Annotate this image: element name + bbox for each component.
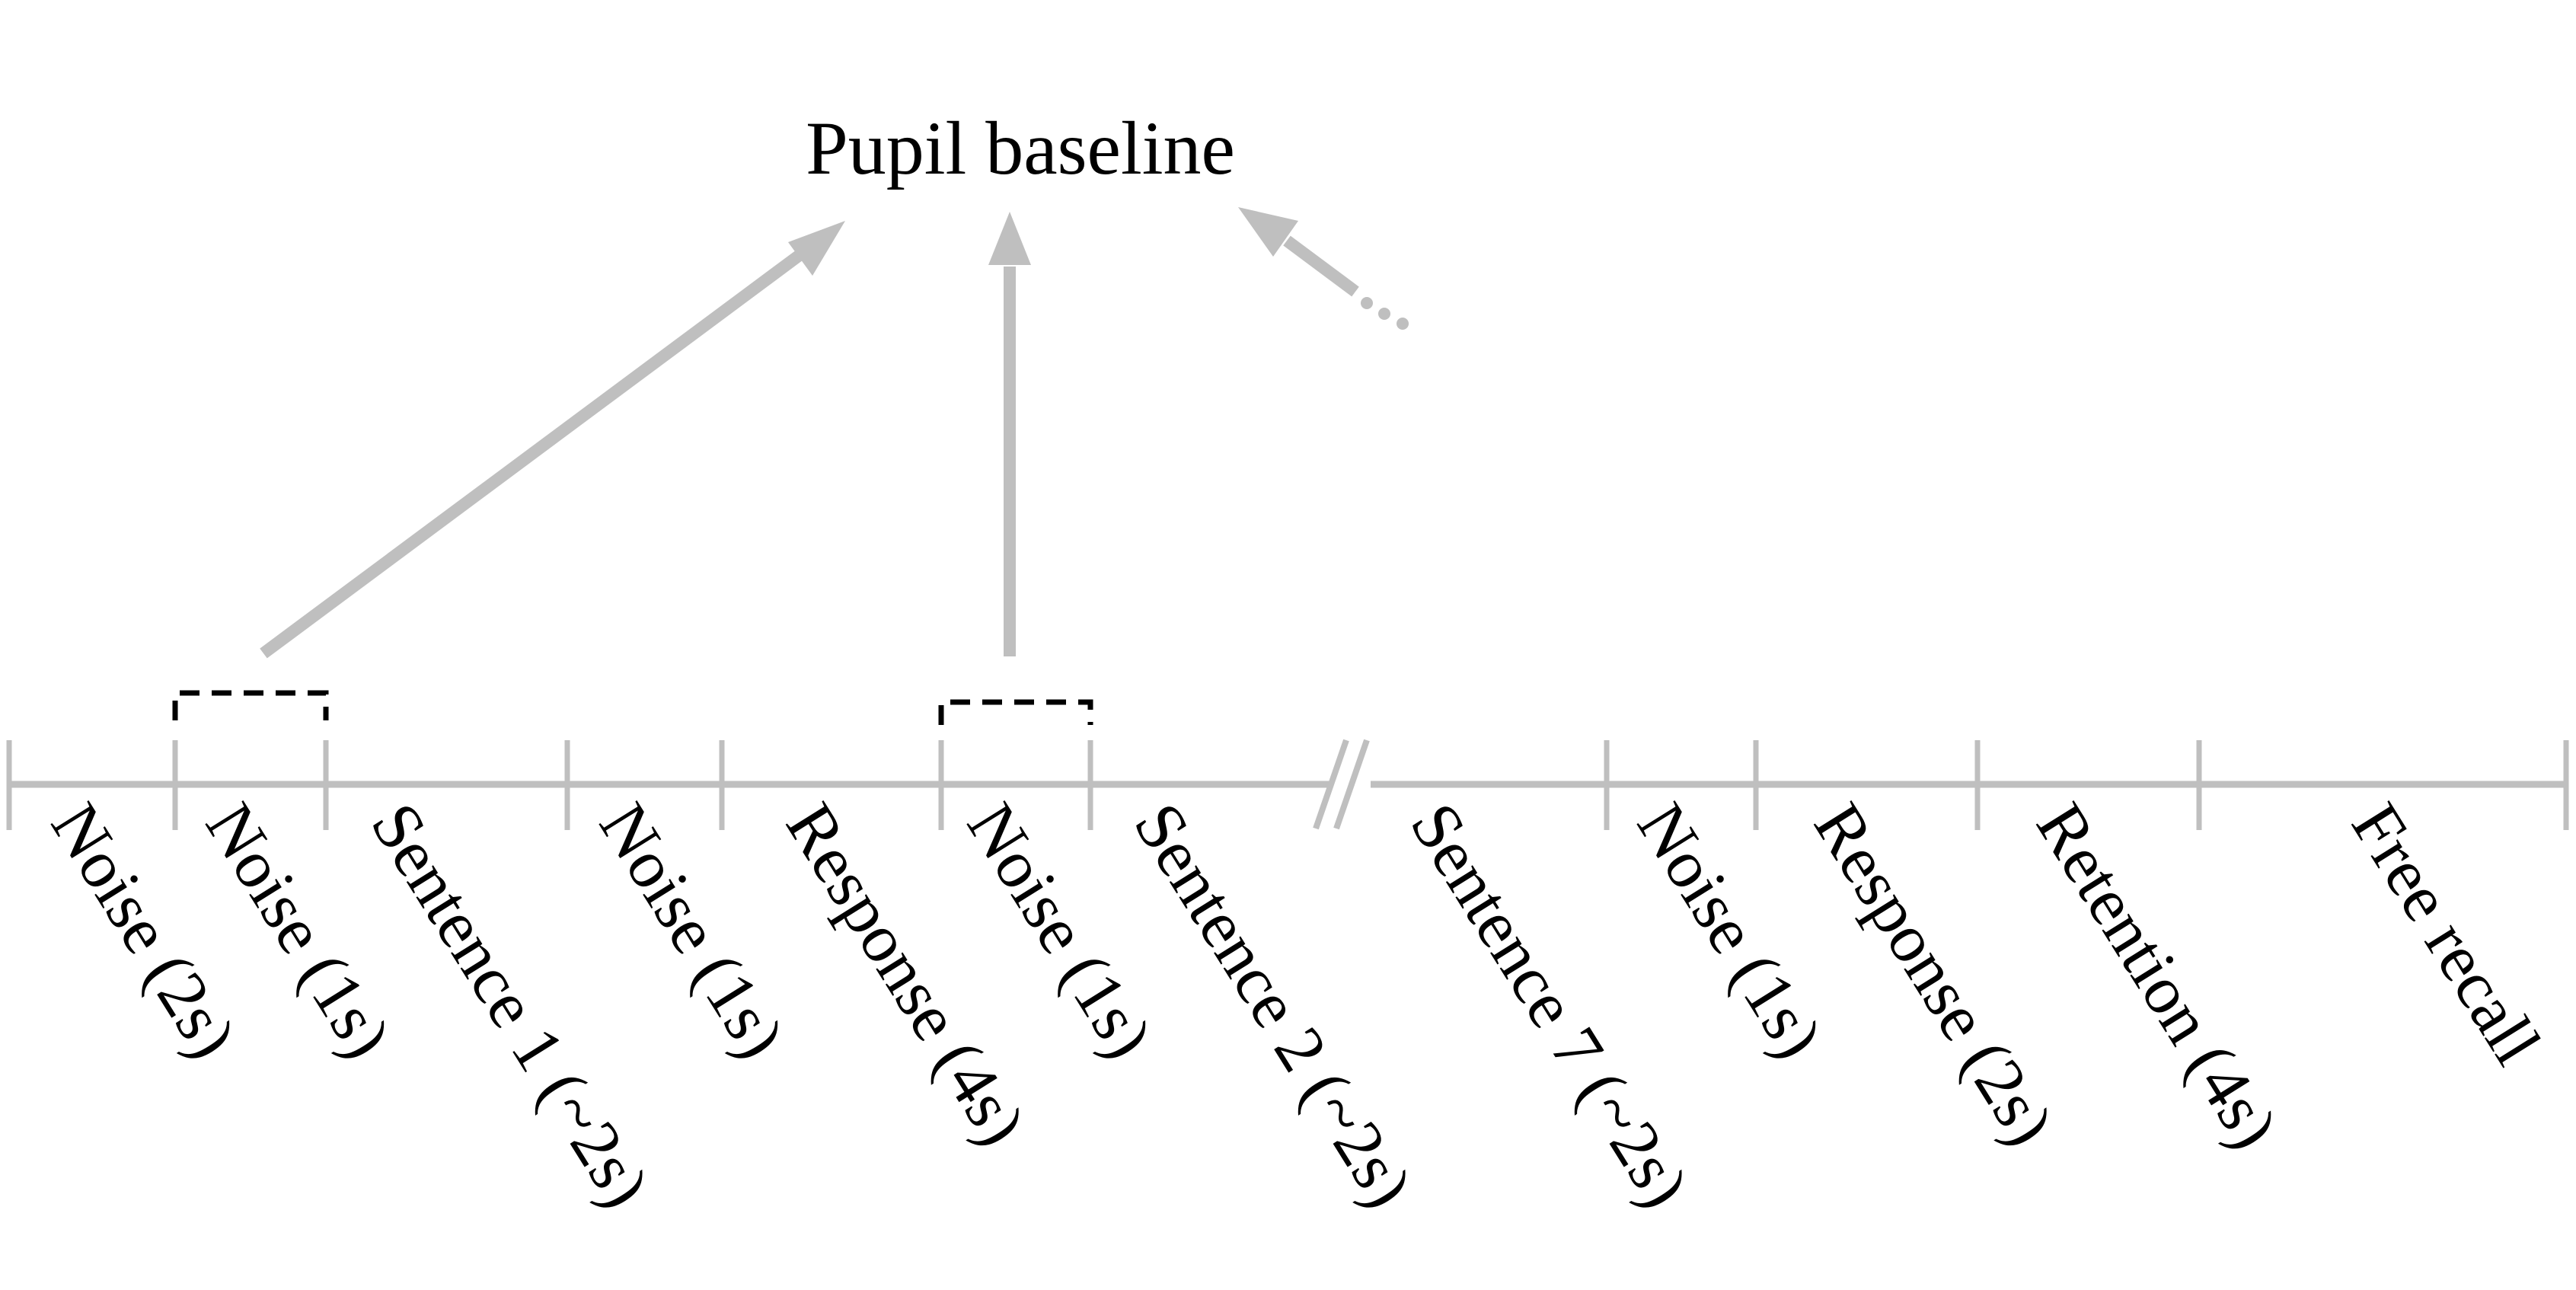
segment-label-noise-1s: Noise (1s) — [585, 790, 799, 1071]
continuation-dot-1 — [1361, 297, 1373, 309]
segment-label-retention-4s: Retention (4s) — [2022, 790, 2292, 1161]
arrow-continuation — [1238, 207, 1409, 330]
baseline-window-bracket-2 — [938, 699, 1093, 725]
segment-label-response-2s: Response (2s) — [1799, 790, 2068, 1158]
arrow-from-second-window — [988, 212, 1031, 656]
arrow-from-first-window — [260, 221, 845, 659]
continuation-dot-2 — [1378, 308, 1390, 320]
segment-label-sentence-2: Sentence 2 (~2s) — [1119, 790, 1427, 1220]
pupil-baseline-title: Pupil baseline — [806, 106, 1235, 190]
segment-labels: Noise (2s) Noise (1s) Sentence 1 (~2s) N… — [37, 790, 2555, 1220]
timeline-ticks — [6, 740, 2569, 830]
continuation-dot-3 — [1397, 318, 1409, 330]
baseline-window-bracket-1 — [172, 690, 329, 720]
segment-label-free-recall: Free recall — [2337, 790, 2555, 1078]
axis-break-marker — [1313, 739, 1370, 830]
